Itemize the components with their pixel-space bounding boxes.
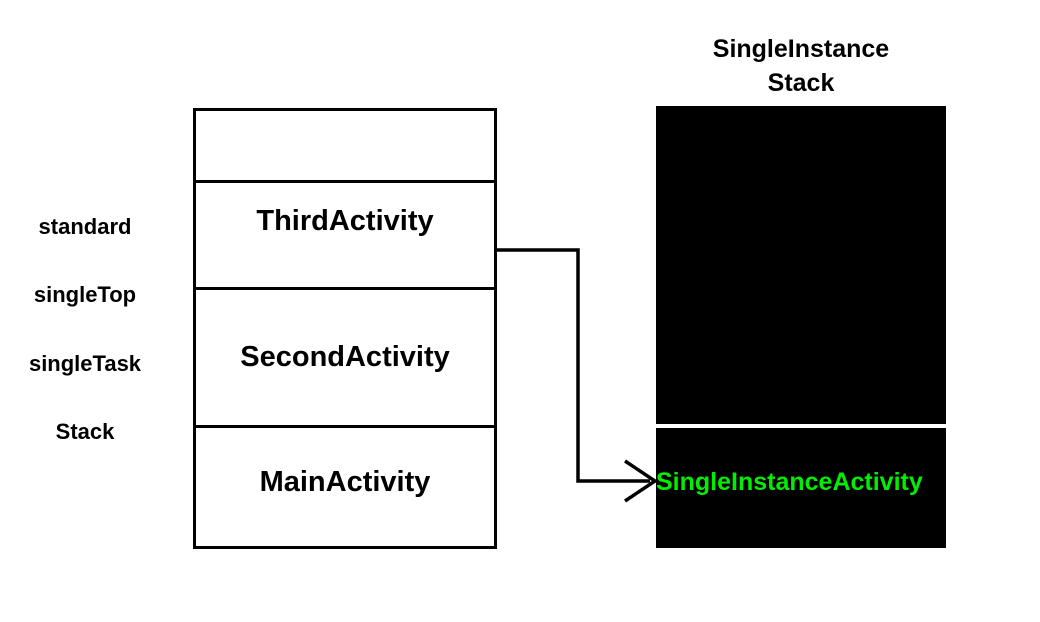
single-instance-stack-title-line1: SingleInstance — [712, 35, 890, 63]
single-instance-stack-title-line2: Stack — [767, 68, 835, 97]
single-instance-cell-empty — [656, 106, 946, 424]
launch-mode-label-singletop: singleTop — [33, 282, 137, 307]
single-instance-stack-divider — [656, 424, 946, 428]
stack-cell-empty — [196, 111, 494, 180]
single-instance-stack-title: SingleInstance Stack — [656, 33, 946, 101]
launch-mode-label-standard: standard — [38, 214, 132, 239]
stack-cell-third-activity: ThirdActivity — [196, 180, 494, 287]
connector-arrowhead-icon — [624, 459, 659, 503]
connector-arrow-path — [496, 248, 650, 483]
stack-cell-second-activity: SecondActivity — [196, 287, 494, 425]
main-activity-stack: ThirdActivity SecondActivity MainActivit… — [193, 108, 497, 549]
stack-cell-main-activity: MainActivity — [196, 425, 494, 549]
launch-mode-label-stack: Stack — [55, 419, 115, 444]
single-instance-stack: SingleInstanceActivity — [656, 106, 946, 548]
launch-mode-label-singletask: singleTask — [28, 351, 142, 376]
single-instance-activity-label: SingleInstanceActivity — [656, 468, 923, 496]
single-instance-cell-activity: SingleInstanceActivity — [656, 428, 946, 548]
